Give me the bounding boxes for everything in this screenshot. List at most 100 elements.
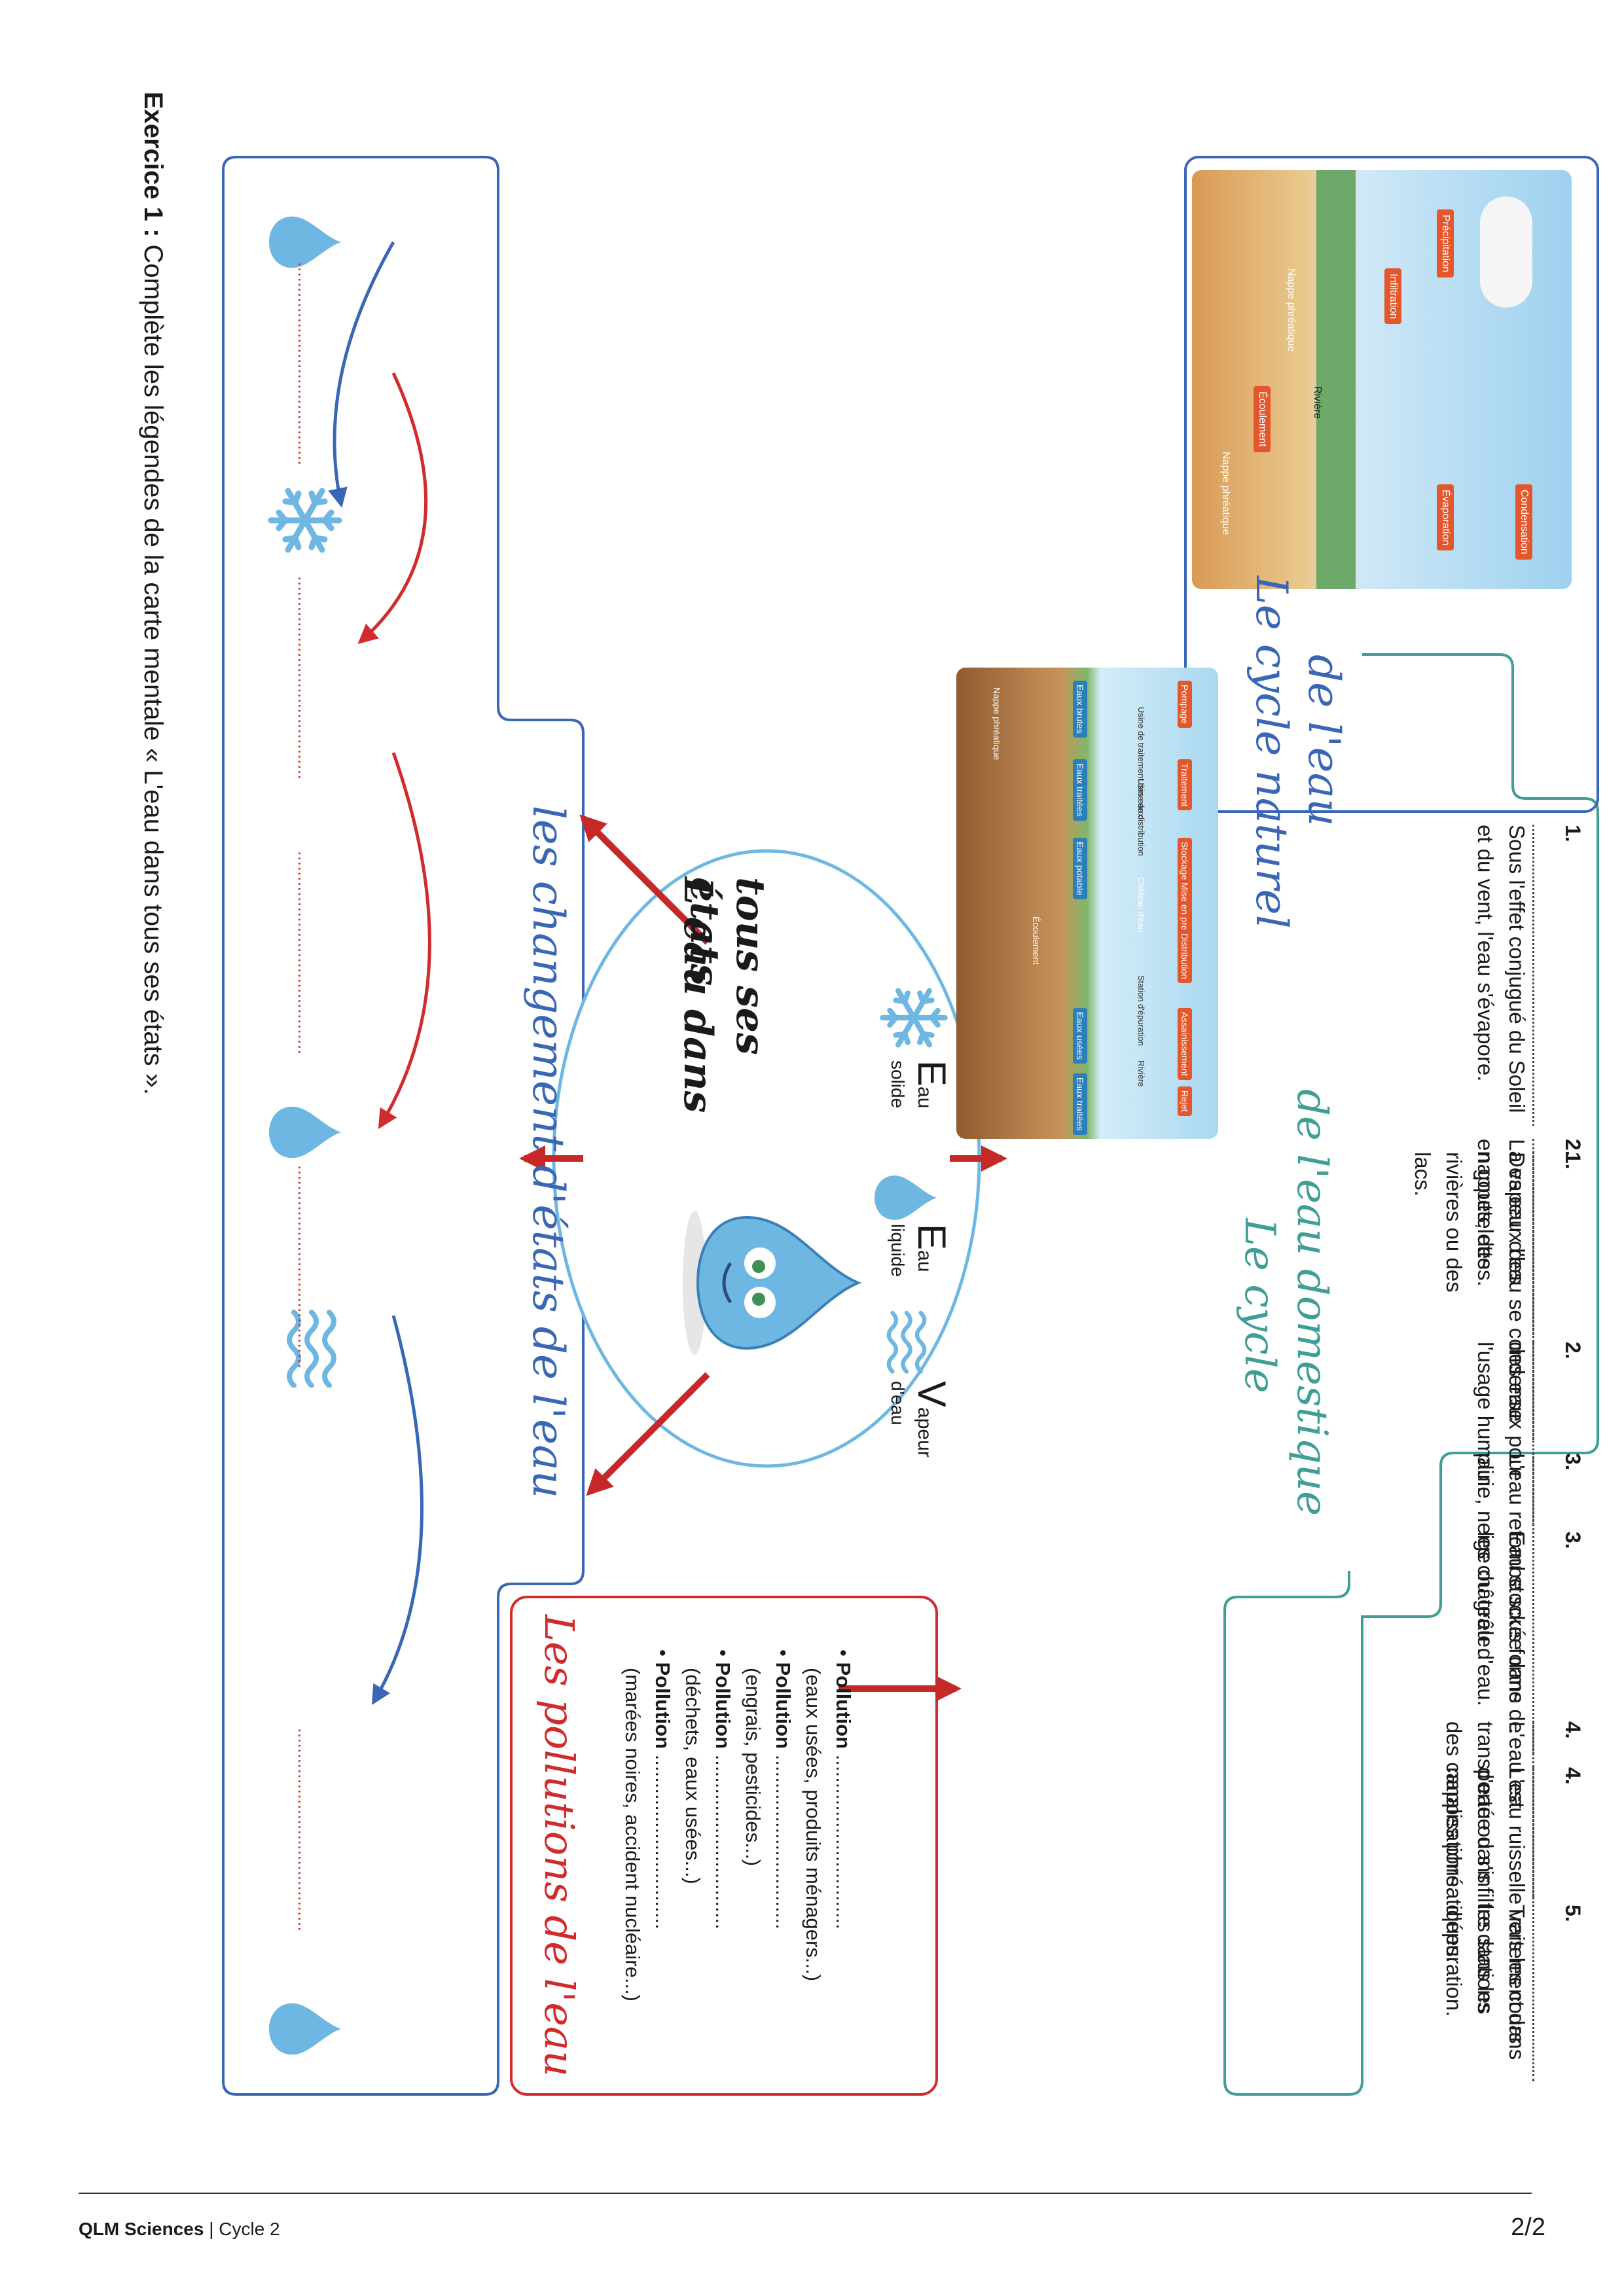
domestic-steps: 1. Des eaux des nappes, des rivières ou … bbox=[1362, 1152, 1585, 2081]
state-solid-rest: au bbox=[914, 1086, 935, 1109]
pollution-item: • Pollution ............................… bbox=[712, 1649, 734, 1929]
illustration-label: Infiltration bbox=[1384, 268, 1401, 325]
illustration-label: Château d'eau bbox=[1136, 877, 1146, 933]
pollution-blank[interactable]: ............................... bbox=[772, 1754, 795, 1929]
illustration-label: Station d'épuration bbox=[1136, 975, 1146, 1047]
states-panel-border bbox=[222, 156, 585, 2096]
natural-cycle-illustration: Précipitation Condensation Évaporation I… bbox=[1192, 170, 1572, 589]
pollution-blank[interactable]: ............................... bbox=[832, 1754, 855, 1929]
domestic-step: 3. Eau stockée dans les château d'eau. bbox=[1470, 1532, 1585, 1715]
illustration-label: Condensation bbox=[1515, 484, 1532, 560]
footer-rule bbox=[79, 2193, 1532, 2194]
water-drop-icon bbox=[269, 216, 341, 268]
illustration-label: Usine de distribution bbox=[1136, 779, 1146, 856]
water-drop-icon bbox=[269, 2003, 341, 2055]
state-blank-5[interactable]: ........................................ bbox=[295, 1728, 315, 1932]
step-text: Sous l'effet conjugué du Soleil et du ve… bbox=[1473, 825, 1529, 1113]
pollution-label: Pollution bbox=[772, 1662, 795, 1749]
pollution-detail: (déchets, eaux usées...) bbox=[681, 1668, 704, 1884]
step-number: 2. bbox=[1561, 1342, 1585, 1359]
center-title-line2: tous ses états bbox=[681, 877, 773, 1055]
state-vapour-rest: apeur bbox=[914, 1407, 935, 1458]
pollution-blank[interactable]: ............................... bbox=[651, 1754, 674, 1929]
pollution-label: Pollution bbox=[712, 1662, 734, 1749]
domestic-title-2: de l'eau domestique bbox=[1288, 1089, 1336, 1516]
step-text: Eau stockée dans les château d'eau. bbox=[1473, 1532, 1529, 1706]
answer-blank[interactable] bbox=[1532, 1721, 1561, 1898]
state-vapour-sub: d'eau bbox=[888, 1381, 908, 1426]
arrow-to-pollutions bbox=[586, 1372, 710, 1496]
footer-brand-block: QLM Sciences | Cycle 2 bbox=[79, 2219, 280, 2240]
answer-blank[interactable] bbox=[1532, 1342, 1561, 1525]
footer-cycle: Cycle 2 bbox=[219, 2219, 280, 2239]
arrow-to-natural bbox=[579, 814, 710, 945]
state-solid-sub: solide bbox=[888, 1060, 908, 1109]
state-vapour-label: Vapeur d'eau bbox=[882, 1381, 954, 1486]
state-blank-3[interactable]: ........................................ bbox=[295, 851, 315, 1055]
snowflake-icon bbox=[878, 982, 950, 1054]
state-blank-2[interactable]: ........................................ bbox=[295, 576, 315, 780]
answer-blank[interactable] bbox=[1532, 1905, 1561, 2081]
footer-separator: | bbox=[209, 2219, 214, 2239]
step-text: des eaux pour l'usage humain. bbox=[1473, 1342, 1529, 1493]
pollution-item: • Pollution ............................… bbox=[832, 1649, 855, 1929]
state-liquid-rest: au bbox=[914, 1250, 935, 1272]
water-drop-icon bbox=[269, 1106, 341, 1158]
answer-blank[interactable] bbox=[1532, 825, 1561, 1126]
step-text: Traitement dans les stations d'épuration… bbox=[1442, 1905, 1529, 2060]
step-text: Des eaux des nappes, des rivières ou des… bbox=[1411, 1152, 1529, 1293]
illustration-label: Nappe phréatique bbox=[1220, 452, 1231, 535]
pollution-detail: (eaux usées, produits ménagers...) bbox=[802, 1668, 825, 1982]
natural-step: 1. Sous l'effet conjugué du Soleil et du… bbox=[1470, 825, 1585, 1126]
illustration-label: Eaux traitées bbox=[1073, 759, 1087, 821]
pollution-item: • Pollution ............................… bbox=[651, 1649, 674, 1929]
domestic-step: 4. L'eau est transportée dans des canali… bbox=[1438, 1721, 1585, 1898]
illustration-label: Eaux traitées bbox=[1073, 1073, 1087, 1135]
states-title: les changement d'états de l'eau bbox=[523, 805, 573, 1499]
state-blank-1[interactable]: ........................................ bbox=[295, 262, 315, 466]
vapour-waves-icon bbox=[878, 1309, 930, 1374]
state-liquid-sub: liquide bbox=[888, 1224, 908, 1277]
water-drop-mascot bbox=[683, 1211, 862, 1355]
answer-blank[interactable] bbox=[1532, 1532, 1561, 1715]
step-number: 4. bbox=[1561, 1721, 1585, 1739]
domestic-panel-border bbox=[1223, 653, 1599, 2096]
state-liquid-cap: E bbox=[910, 1224, 954, 1251]
pollution-detail: (engrais, pesticides...) bbox=[742, 1668, 765, 1867]
state-blank-4[interactable]: ........................................ bbox=[295, 1165, 315, 1369]
pollution-label: Pollution bbox=[651, 1662, 674, 1749]
answer-blank[interactable] bbox=[1532, 1152, 1561, 1335]
pollution-item: • Pollution ............................… bbox=[772, 1649, 795, 1929]
state-solid-cap: E bbox=[910, 1060, 954, 1087]
illustration-label: Traitement bbox=[1178, 759, 1192, 811]
step-number: 1. bbox=[1561, 1152, 1585, 1170]
state-liquid-label: Eau liquide bbox=[882, 1224, 954, 1316]
illustration-label: Précipitation bbox=[1437, 209, 1454, 278]
arc-condensation bbox=[371, 1315, 424, 1706]
domestic-step: 2. des eaux pour l'usage humain. bbox=[1470, 1342, 1585, 1525]
step-number: 3. bbox=[1561, 1532, 1585, 1549]
illustration-label: Nappe phréatique bbox=[1286, 268, 1297, 352]
domestic-step: 5. Traitement dans les stations d'épurat… bbox=[1438, 1905, 1585, 2081]
pollution-blank[interactable]: ............................... bbox=[712, 1754, 734, 1929]
illustration-label: Distribution bbox=[1178, 929, 1192, 984]
illustration-label: Eaux brutes bbox=[1073, 681, 1087, 738]
illustration-label: Nappe phréatique bbox=[992, 687, 1002, 761]
footer-brand: QLM Sciences bbox=[79, 2219, 204, 2239]
step-number: 5. bbox=[1561, 1905, 1585, 1922]
illustration-label: Assainissement bbox=[1178, 1008, 1192, 1081]
step-number: 1. bbox=[1561, 825, 1585, 842]
illustration-label: Rivière bbox=[1136, 1060, 1146, 1087]
pollution-detail: (marées noires, accident nucléaire...) bbox=[621, 1668, 644, 2002]
domestic-title-1: Le cycle bbox=[1235, 1218, 1284, 1393]
domestic-step: 1. Des eaux des nappes, des rivières ou … bbox=[1407, 1152, 1585, 1335]
pollutions-list: • Pollution ............................… bbox=[617, 1649, 858, 2068]
pollutions-panel-border bbox=[510, 1596, 938, 2096]
illustration-label: Eaux potable bbox=[1073, 838, 1087, 899]
page-number: 2/2 bbox=[1511, 2214, 1545, 2241]
pollution-label: Pollution bbox=[832, 1662, 855, 1749]
illustration-label: Eaux usées bbox=[1073, 1008, 1087, 1064]
illustration-label: Écoulement bbox=[1031, 916, 1041, 965]
